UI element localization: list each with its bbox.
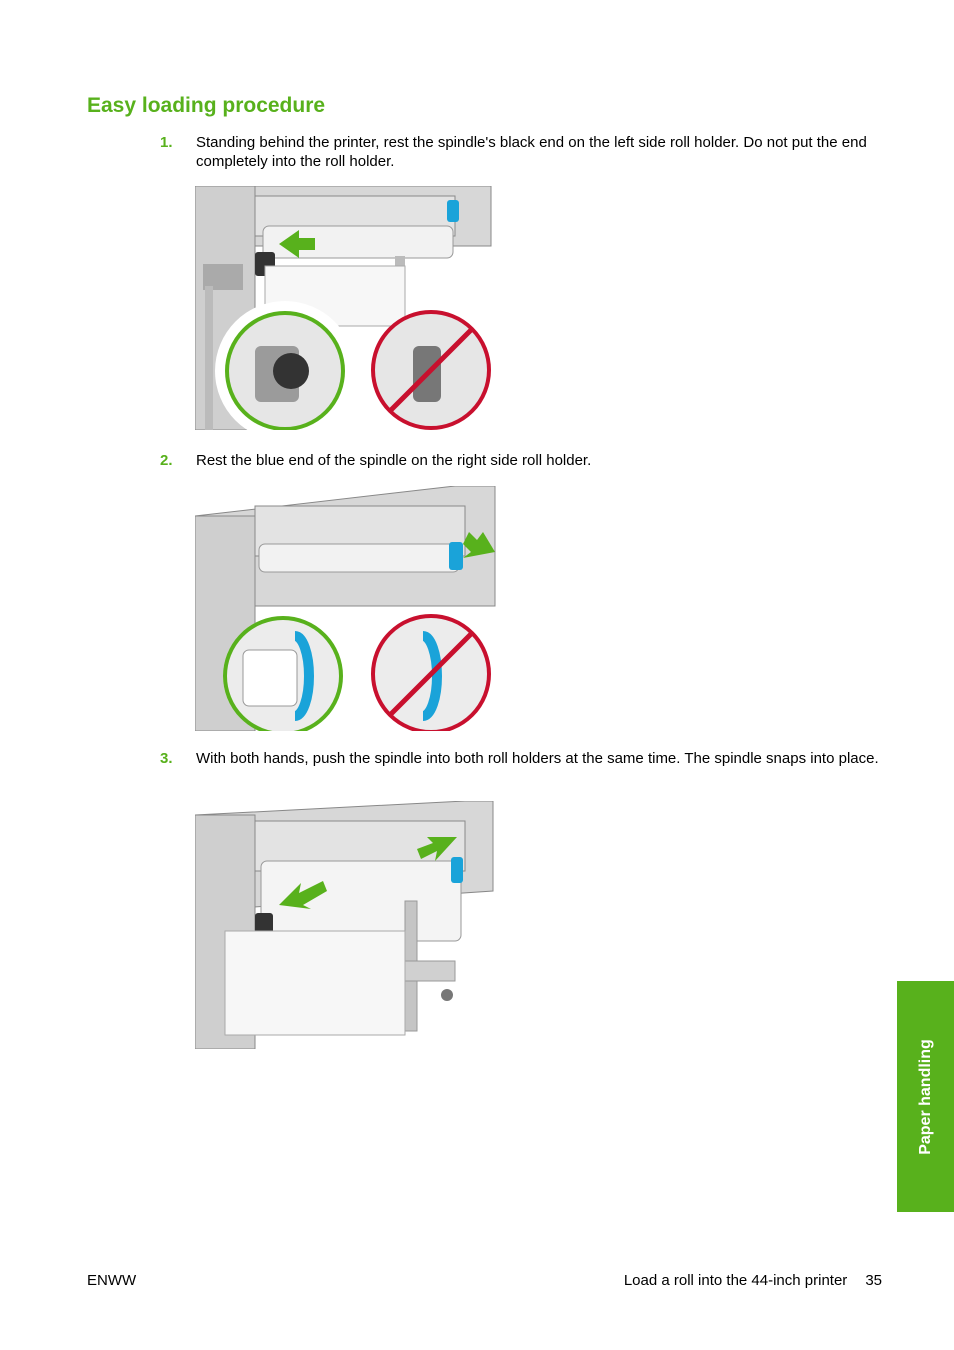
figure-step-3 <box>195 801 495 1049</box>
step-2: 2. Rest the blue end of the spindle on t… <box>160 451 885 470</box>
figure-step-2 <box>195 486 505 731</box>
figure-step-1 <box>195 186 495 430</box>
step-text: Standing behind the printer, rest the sp… <box>196 134 867 170</box>
printer-illustration <box>195 186 495 430</box>
page-number: 35 <box>865 1272 882 1289</box>
chapter-tab-label: Paper handling <box>916 1038 934 1155</box>
step-text: Rest the blue end of the spindle on the … <box>196 452 592 469</box>
printer-illustration <box>195 801 495 1049</box>
footer-section-title: Load a roll into the 44-inch printer <box>623 1272 848 1289</box>
section-title: Easy loading procedure <box>87 94 326 117</box>
step-text: With both hands, push the spindle into b… <box>196 750 879 767</box>
chapter-tab: Paper handling <box>897 981 954 1212</box>
footer-code: ENWW <box>87 1272 137 1289</box>
step-number: 1. <box>160 134 173 151</box>
step-3: 3. With both hands, push the spindle int… <box>160 749 885 768</box>
step-1: 1. Standing behind the printer, rest the… <box>160 133 885 171</box>
printer-illustration <box>195 486 505 731</box>
step-number: 2. <box>160 452 173 469</box>
step-number: 3. <box>160 750 173 767</box>
footer-section: Load a roll into the 44-inch printer 35 <box>624 1272 882 1289</box>
